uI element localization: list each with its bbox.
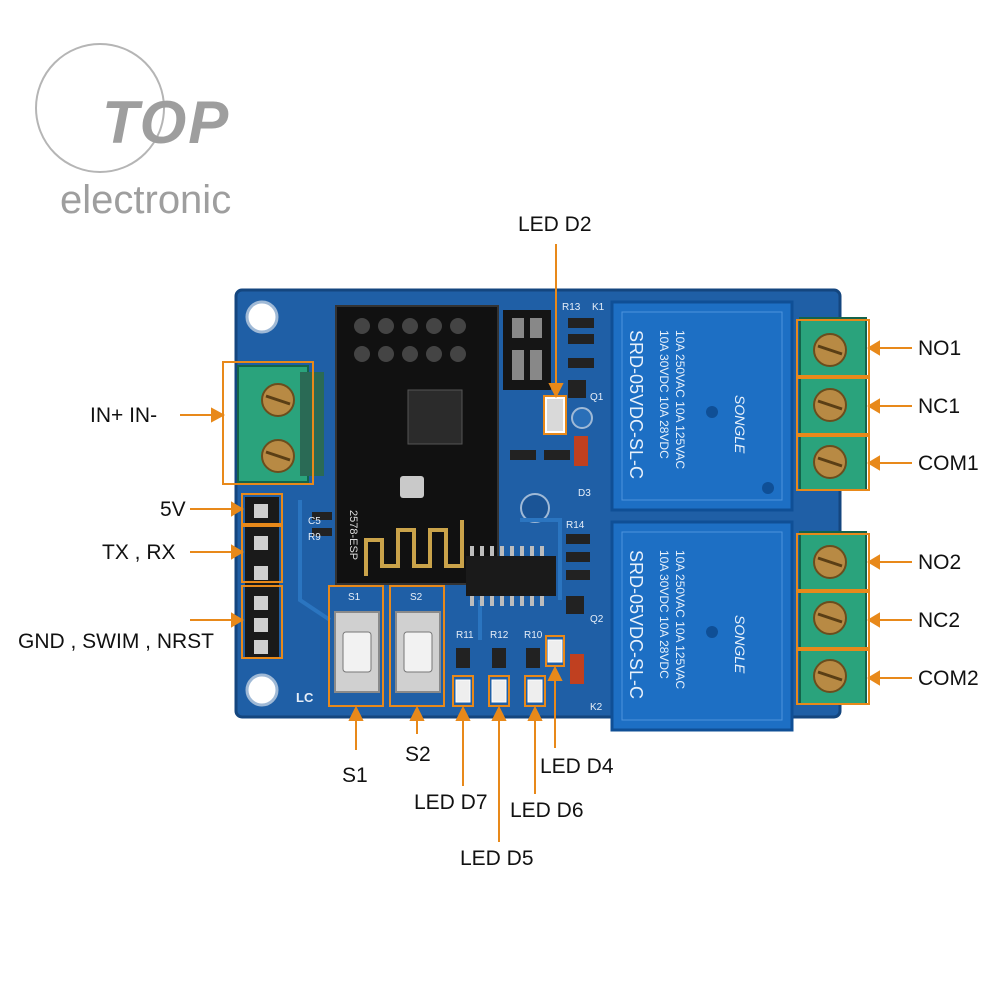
silk-d3: D3 bbox=[578, 488, 591, 499]
mount-hole-top-left bbox=[245, 300, 279, 334]
relay-1: SRD-05VDC-SL-C 10A 250VAC 10A 125VAC 10A… bbox=[610, 300, 794, 512]
logo-circle bbox=[35, 43, 165, 173]
jumper-block bbox=[503, 310, 551, 390]
silk-r11: R11 bbox=[456, 630, 474, 641]
relay-2-brand: SONGLE bbox=[732, 615, 748, 674]
logo-tagline: electronic bbox=[60, 178, 232, 222]
output-terminal-block-1 bbox=[799, 317, 867, 491]
led-d7 bbox=[455, 679, 471, 703]
silk-q2: Q2 bbox=[590, 614, 604, 625]
silk-r9: R9 bbox=[308, 532, 321, 543]
label-s1: S1 bbox=[342, 764, 368, 787]
label-5v: 5V bbox=[160, 498, 186, 521]
input-terminal-block bbox=[237, 365, 324, 483]
mount-hole-bottom-left bbox=[245, 673, 279, 707]
relay-1-spec2: 10A 30VDC 10A 28VDC bbox=[657, 330, 671, 459]
label-nc1: NC1 bbox=[918, 395, 961, 418]
logo-brand: TOP bbox=[102, 89, 231, 156]
header-pins bbox=[245, 497, 279, 659]
silk-q1: Q1 bbox=[590, 392, 604, 403]
button-s1 bbox=[334, 611, 380, 693]
status-leds bbox=[455, 639, 563, 703]
led-d2 bbox=[545, 397, 565, 433]
mcu-chip bbox=[466, 546, 556, 606]
label-s2: S2 bbox=[405, 743, 431, 766]
silk-k2: K2 bbox=[590, 702, 603, 713]
relay-2: SRD-05VDC-SL-C 10A 250VAC 10A 125VAC 10A… bbox=[610, 520, 794, 732]
esp-module: 2578-ESP bbox=[335, 305, 499, 585]
label-nc2: NC2 bbox=[918, 609, 961, 632]
label-led-d4: LED D4 bbox=[540, 755, 614, 778]
button-s2 bbox=[395, 611, 441, 693]
esp-model-text: 2578-ESP bbox=[347, 510, 359, 560]
label-com2: COM2 bbox=[918, 667, 979, 690]
callout-arrows bbox=[180, 244, 912, 842]
relay-1-model: SRD-05VDC-SL-C bbox=[626, 330, 646, 479]
label-led-d5: LED D5 bbox=[460, 847, 534, 870]
smd-components bbox=[312, 318, 594, 684]
silk-board-mark: LC bbox=[296, 690, 314, 705]
silk-s2: S2 bbox=[410, 592, 423, 603]
mount-hole-right-2 bbox=[520, 493, 550, 523]
relay-2-spec1: 10A 250VAC 10A 125VAC bbox=[673, 550, 687, 689]
silkscreen: S1 S2 D3 Q1 Q2 K1 K2 R13 R14 R10 R11 R12… bbox=[296, 302, 605, 713]
output-terminal-block-2 bbox=[799, 531, 867, 705]
label-led-d6: LED D6 bbox=[510, 799, 584, 822]
label-no2: NO2 bbox=[918, 551, 962, 574]
label-gnd-swim-nrst: GND , SWIM , NRST bbox=[18, 630, 214, 653]
label-in-pm: IN+ IN- bbox=[90, 404, 158, 427]
label-led-d7: LED D7 bbox=[414, 791, 488, 814]
label-no1: NO1 bbox=[918, 337, 962, 360]
label-led-d2: LED D2 bbox=[518, 213, 592, 236]
led-d6 bbox=[527, 679, 543, 703]
led-d5 bbox=[491, 679, 507, 703]
led-d4 bbox=[547, 639, 563, 663]
relay-1-brand: SONGLE bbox=[732, 395, 748, 454]
silk-k1: K1 bbox=[592, 302, 605, 313]
silk-r13: R13 bbox=[562, 302, 581, 313]
relay-2-spec2: 10A 30VDC 10A 28VDC bbox=[657, 550, 671, 679]
mount-hole-right-1 bbox=[571, 407, 593, 429]
relay-2-model: SRD-05VDC-SL-C bbox=[626, 550, 646, 699]
silk-r12: R12 bbox=[490, 630, 509, 641]
silk-c5: C5 bbox=[308, 516, 321, 527]
label-com1: COM1 bbox=[918, 452, 979, 475]
relay-1-spec1: 10A 250VAC 10A 125VAC bbox=[673, 330, 687, 469]
silk-s1: S1 bbox=[348, 592, 361, 603]
silk-r14: R14 bbox=[566, 520, 585, 531]
label-tx-rx: TX , RX bbox=[102, 541, 176, 564]
silk-r10: R10 bbox=[524, 630, 543, 641]
